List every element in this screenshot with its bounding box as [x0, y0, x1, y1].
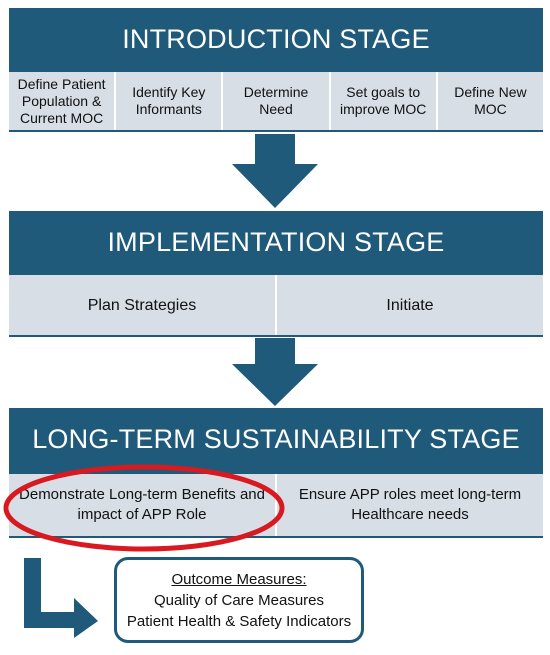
stage-title: INTRODUCTION STAGE: [122, 23, 430, 54]
outcome-measures-box: Outcome Measures: Quality of Care Measur…: [114, 557, 364, 643]
stage-steps: Demonstrate Long-term Benefits and impac…: [9, 474, 543, 536]
down-arrow-icon: [232, 134, 318, 208]
step-define-patient-population: Define Patient Population & Current MOC: [9, 72, 117, 130]
stage-title: LONG-TERM SUSTAINABILITY STAGE: [32, 423, 520, 454]
step-initiate: Initiate: [277, 275, 543, 335]
long-term-sustainability-stage: LONG-TERM SUSTAINABILITY STAGE Demonstra…: [9, 408, 543, 538]
highlight-ellipse: [3, 464, 285, 552]
step-plan-strategies: Plan Strategies: [9, 275, 277, 335]
step-define-new-moc: Define New MOC: [437, 72, 544, 130]
outcome-item: Quality of Care Measures: [153, 591, 325, 609]
step-ensure-app-roles: Ensure APP roles meet long-term Healthca…: [277, 474, 543, 536]
step-determine-need: Determine Need: [223, 72, 331, 130]
stage-title: IMPLEMENTATION STAGE: [107, 226, 445, 257]
stage-steps: Define Patient Population & Current MOC …: [9, 72, 544, 130]
corner-arrow-icon: [24, 558, 98, 638]
implementation-stage: IMPLEMENTATION STAGE Plan Strategies Ini…: [9, 211, 543, 337]
step-identify-key-informants: Identify Key Informants: [116, 72, 224, 130]
stage-steps: Plan Strategies Initiate: [9, 275, 543, 335]
step-set-goals: Set goals to improve MOC: [330, 72, 438, 130]
introduction-stage: INTRODUCTION STAGE Define Patient Popula…: [9, 8, 544, 132]
outcome-item: Patient Health & Safety Indicators: [126, 612, 352, 630]
outcome-title: Outcome Measures:: [171, 570, 307, 588]
down-arrow-icon: [232, 338, 318, 406]
step-demonstrate-benefits: Demonstrate Long-term Benefits and impac…: [9, 474, 277, 536]
